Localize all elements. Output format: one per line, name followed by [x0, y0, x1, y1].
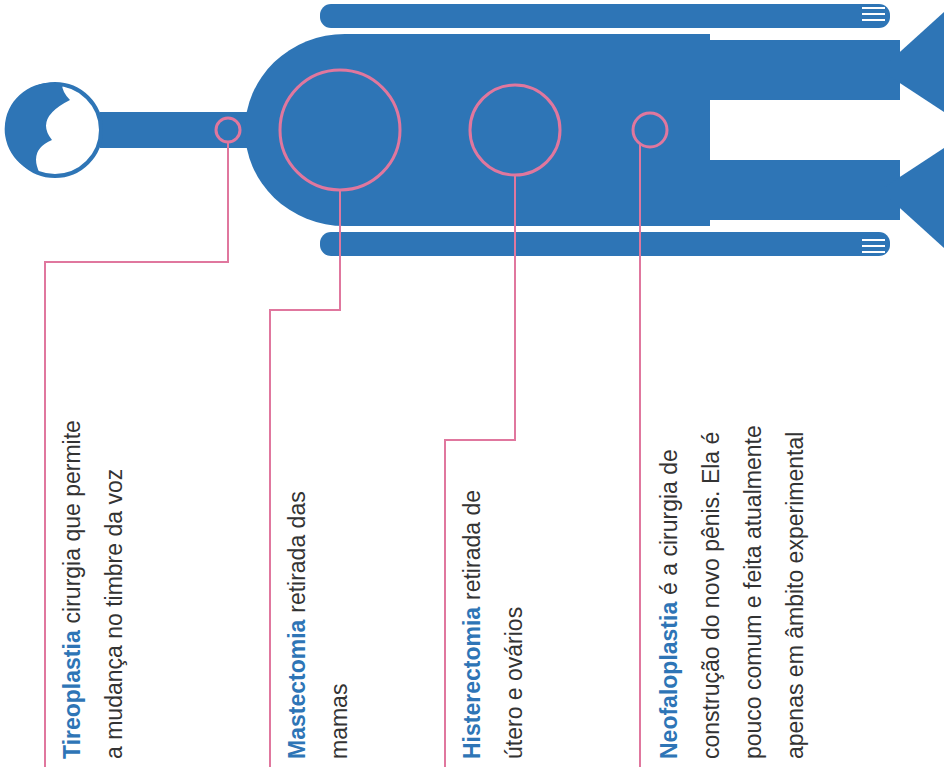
leader-line	[639, 145, 641, 767]
callout-text: Mastectomiaretirada das mamas	[276, 429, 360, 759]
leader-line	[45, 143, 228, 767]
term-label: Neofaloplastia	[656, 602, 682, 759]
highlight-circles	[216, 70, 667, 190]
fingers	[862, 8, 885, 252]
callout-text: Tireoplastiacirurgia que permite a mudan…	[51, 419, 135, 759]
genital-circle	[633, 113, 667, 147]
leg	[690, 40, 900, 100]
neck	[100, 112, 270, 148]
arm	[320, 4, 890, 28]
leader-lines	[45, 143, 640, 767]
callout-text: Histerectomiaretirada de útero e ovários	[451, 479, 535, 759]
throat-circle	[216, 118, 240, 142]
human-silhouette	[100, 4, 944, 256]
chest-circle	[280, 70, 400, 190]
arm	[320, 232, 890, 256]
leader-line	[270, 191, 340, 767]
leg	[690, 160, 900, 220]
callout-text: Neofaloplastiaé a cirurgia de construção…	[648, 404, 816, 759]
head	[5, 83, 101, 176]
term-label: Histerectomia	[459, 607, 485, 759]
term-label: Mastectomia	[284, 620, 310, 759]
hair	[5, 83, 70, 174]
term-label: Tireoplastia	[59, 630, 85, 759]
foot	[880, 148, 944, 248]
abdomen-circle	[470, 85, 560, 175]
foot	[880, 12, 944, 112]
